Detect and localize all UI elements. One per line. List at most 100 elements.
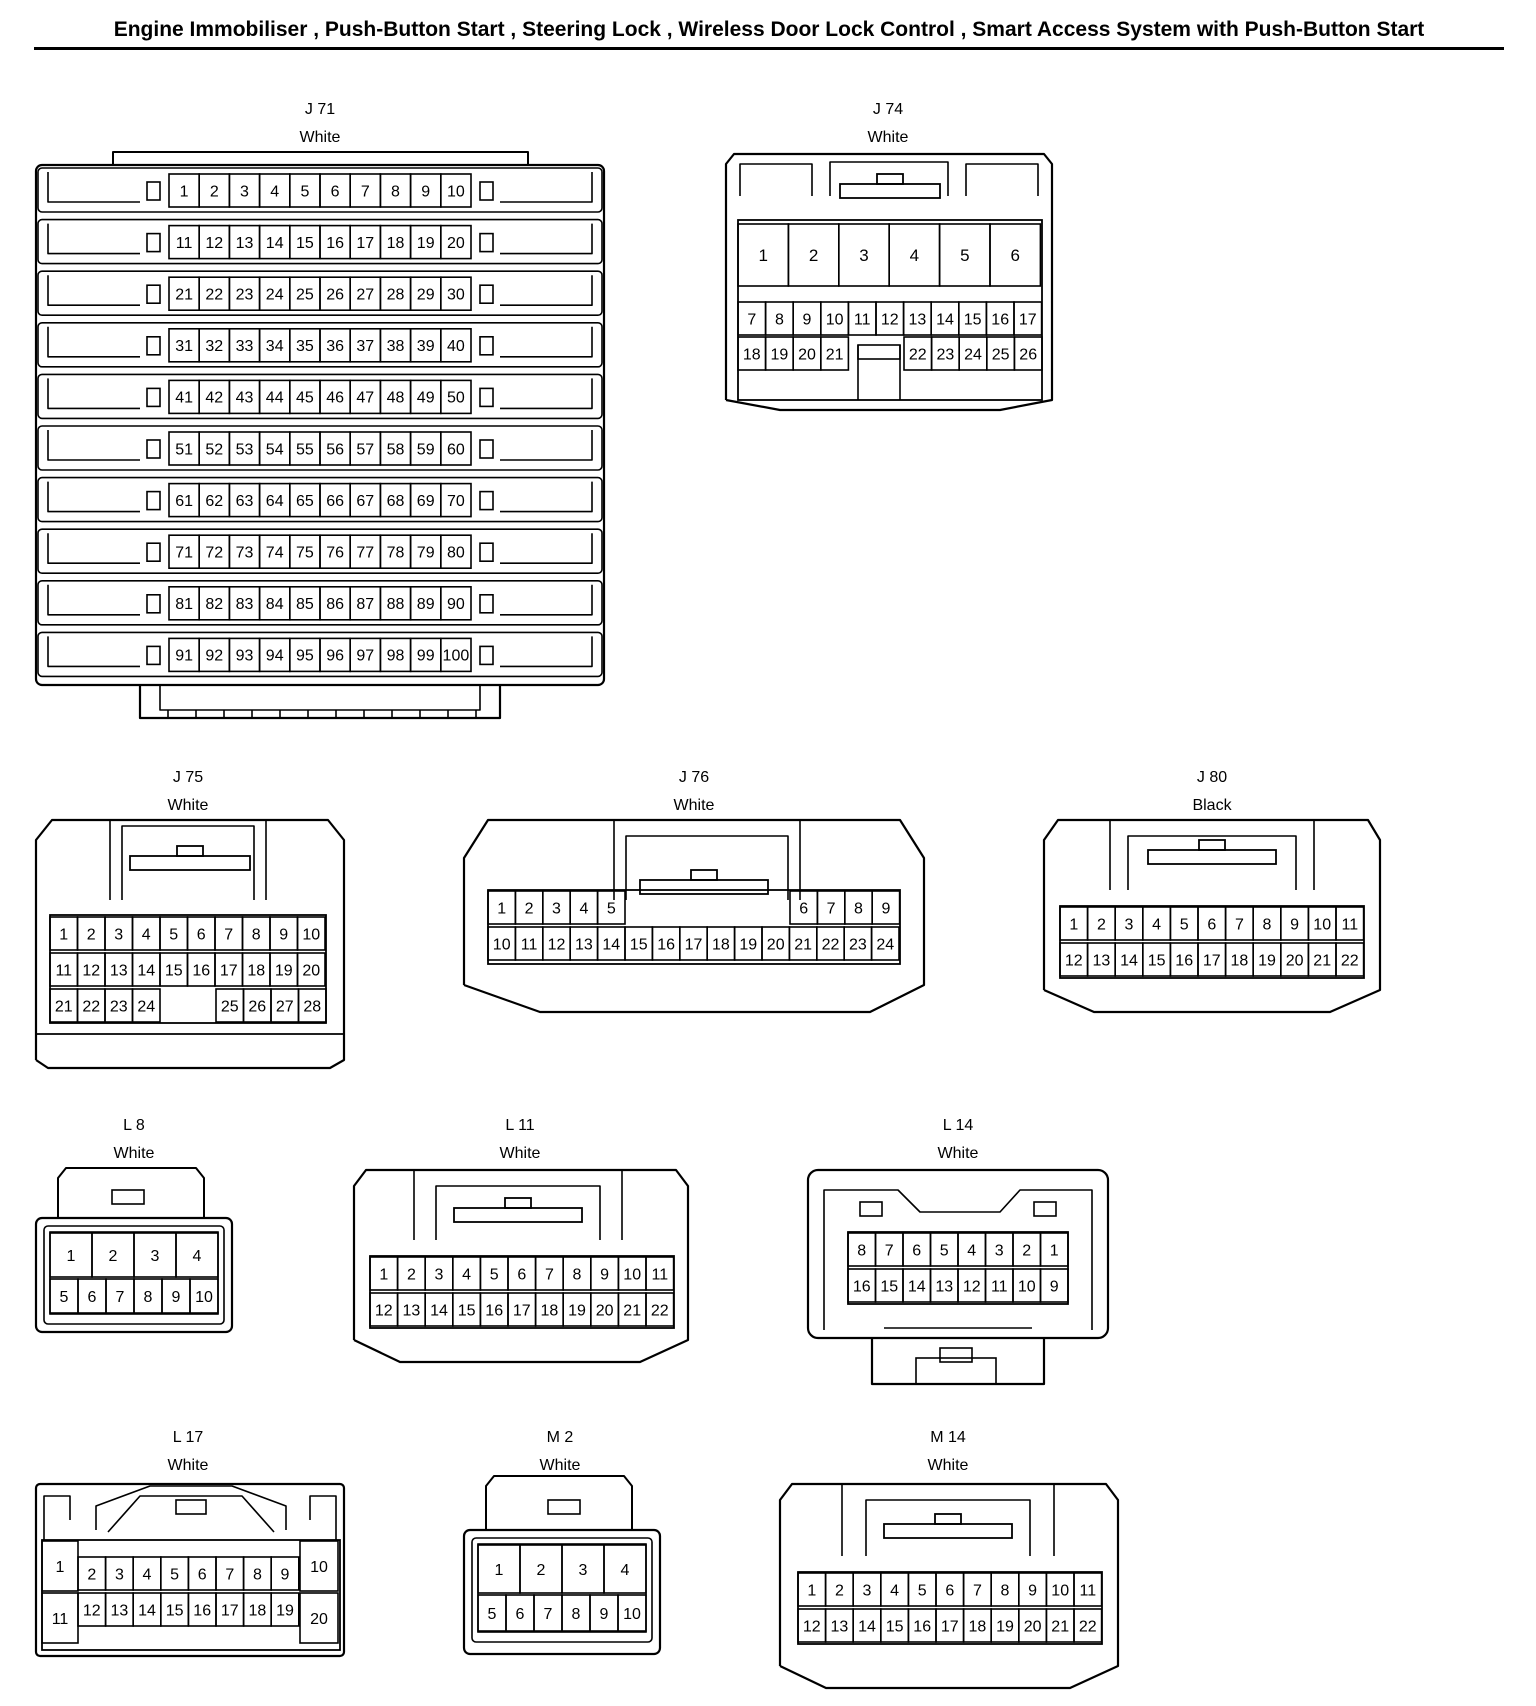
pin-number: 1 [180,183,189,200]
pin-number: 4 [890,1582,899,1599]
pin-cell: 12 [369,1292,399,1327]
pin-cell: 98 [379,637,412,673]
pin-number: 39 [417,338,435,355]
pin-cavity [1039,1232,1069,1267]
pin-cell: 89 [409,585,442,621]
pin-number: 98 [387,648,405,665]
pin-number: 8 [391,183,400,200]
pin-cell: 8 [990,1572,1020,1607]
pin-cell: 19 [764,336,794,371]
pin-row-frame [37,476,603,523]
pin-cell: 6 [902,1232,932,1267]
pin-cell: 5 [907,1572,937,1607]
pin-cell: 3 [852,1572,882,1607]
pin-number: 1 [497,900,506,917]
pin-number: 64 [266,493,284,510]
pin-cell: 3 [424,1256,454,1291]
lock-slot [479,284,494,305]
pin-cell: 62 [198,482,231,518]
pin-cell: 29 [409,276,442,312]
pin-number: 48 [387,390,405,407]
pin-number: 22 [822,936,840,953]
pin-cell: 67 [349,482,382,518]
pin-number: 1 [56,1559,65,1576]
pin-number: 4 [1152,916,1161,933]
pin-cell: 3 [541,890,571,925]
pin-number: 70 [447,493,465,510]
pin-number: 3 [115,1566,124,1583]
pin-cell: 45 [288,379,321,415]
pin-number: 6 [331,183,340,200]
pin-number: 32 [205,338,223,355]
pin-cell: 8 [379,173,412,208]
pin-cell: 22 [815,926,845,961]
latch [547,1499,581,1515]
pin-number: 2 [537,1562,546,1579]
housing-outline [806,1168,1110,1340]
pin-cell: 23 [228,276,261,312]
connector-label: L 17 [173,1429,204,1446]
pin-number: 5 [300,183,309,200]
pin-cell: 16 [187,1592,217,1627]
pin-cell: 22 [76,988,106,1023]
pin-cell: 2 [1012,1232,1042,1267]
housing-outline [43,1495,71,1540]
lock-slot [479,335,494,356]
housing-outline [1042,818,1382,1014]
pin-cell: 16 [651,926,681,961]
pin-cell: 7 [105,1278,135,1314]
pin-number: 12 [205,235,223,252]
pin-number: 24 [964,346,982,363]
pin-cell: 2 [91,1232,135,1278]
latch [934,1513,962,1525]
pin-number: 3 [1125,916,1134,933]
pin-cell: 60 [439,431,472,466]
pin-cell: 9 [409,173,442,208]
pin-number: 18 [969,1618,987,1635]
pin-number: 5 [918,1582,927,1599]
pin-cell: 4 [451,1256,482,1291]
housing-outline [47,326,140,358]
pin-number: 26 [326,286,344,303]
pin-number: 10 [447,183,465,200]
pin-cell: 27 [270,988,300,1023]
pin-cell: 10 [1045,1572,1075,1607]
housing-outline [435,1185,601,1240]
latch [690,869,718,881]
pin-cell: 53 [228,431,261,466]
pin-row-frame [37,321,603,368]
pin-number: 14 [266,235,284,252]
lock-slot [479,542,494,563]
pin-cell: 71 [168,534,201,570]
pin-number: 19 [276,1602,294,1619]
pin-number: 16 [1175,952,1193,969]
housing-outline [1127,835,1297,890]
housing-outline [829,161,949,196]
pin-cell: 18 [706,926,736,961]
pin-cell: 21 [49,988,79,1023]
pin-cell: 6 [935,1572,965,1607]
pin-cell: 11 [41,1592,79,1644]
pin-number: 99 [417,648,435,665]
pin-cell: 9 [792,301,822,336]
pin-cell: 6 [507,1256,537,1291]
pin-number: 69 [417,493,435,510]
pin-cell: 57 [349,431,382,466]
pin-number: 2 [109,1248,118,1265]
housing-outline [778,1482,1120,1690]
connector-color: White [300,129,341,146]
pin-number: 41 [175,390,193,407]
latch [915,1357,997,1385]
pin-number: 10 [1051,1582,1069,1599]
pin-cell: 3 [984,1232,1014,1267]
pin-number: 10 [1018,1278,1036,1295]
housing-outline [485,1475,633,1530]
housing-outline [112,151,529,165]
pin-number: 81 [175,596,193,613]
pin-cell: 97 [349,637,382,673]
housing-outline [500,430,593,461]
pin-cell: 19 [733,926,763,961]
pin-cell: 37 [349,327,382,363]
